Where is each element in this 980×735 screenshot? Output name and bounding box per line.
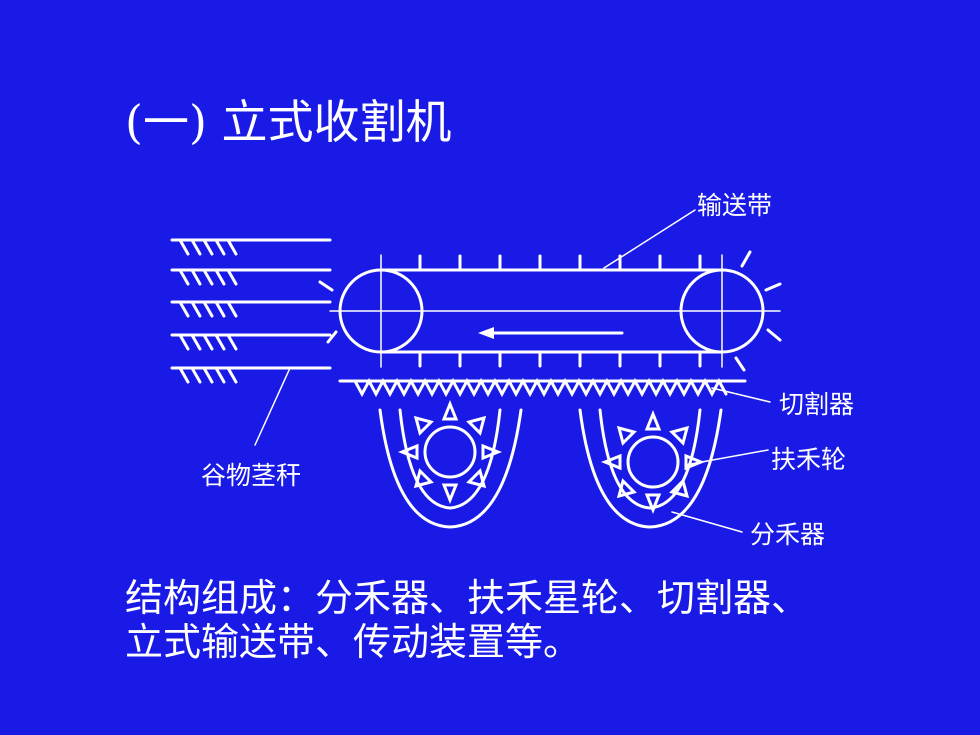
- crop-dividers: [378, 408, 723, 529]
- cutter-bar: [338, 377, 747, 398]
- stalks-label: 谷物茎秆: [201, 461, 302, 490]
- cutter-label: 切割器: [779, 390, 855, 419]
- conveyor-belt: [318, 250, 782, 372]
- description-line-2: 立式输送带、传动装置等。: [125, 620, 582, 664]
- structure-description: 结构组成：分禾器、扶禾星轮、切割器、 立式输送带、传动装置等。: [125, 576, 945, 664]
- leader-lines: [254, 209, 771, 533]
- page-title: (一) 立式收割机: [125, 95, 452, 149]
- crop-stalks: [170, 238, 332, 384]
- star-wheel-label: 扶禾轮: [771, 445, 847, 474]
- divider-label: 分禾器: [750, 520, 826, 549]
- star-wheels: [397, 399, 706, 515]
- belt-label: 输送带: [697, 191, 773, 220]
- description-line-1: 结构组成：分禾器、扶禾星轮、切割器、: [125, 576, 810, 620]
